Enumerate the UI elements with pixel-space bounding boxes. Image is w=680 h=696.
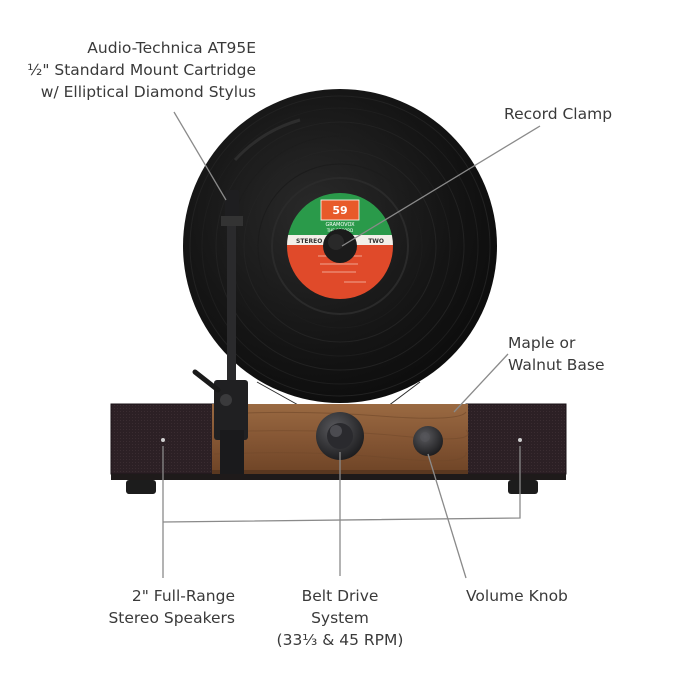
left-foot [126, 480, 156, 494]
label-right-text: TWO [368, 238, 384, 245]
belt-drive-knob [316, 412, 364, 460]
cartridge-line-1: Audio-Technica AT95E [87, 39, 256, 57]
belt-line-1: Belt Drive [301, 587, 379, 605]
record-clamp [323, 229, 357, 263]
callout-lines [162, 111, 541, 579]
belt-callout: Belt Drive System (33⅓ & 45 RPM) [262, 585, 418, 651]
speakers-line-2: Stereo Speakers [108, 609, 235, 627]
cartridge-line-3: w/ Elliptical Diamond Stylus [40, 83, 256, 101]
belt-line-3: (33⅓ & 45 RPM) [276, 631, 404, 649]
base-line-2: Walnut Base [508, 356, 605, 374]
clamp-callout: Record Clamp [504, 103, 612, 125]
speakers-line-1: 2" Full-Range [131, 587, 235, 605]
label-left-text: STEREO [296, 238, 322, 245]
cartridge-line-2: ½" Standard Mount Cartridge [27, 61, 256, 79]
tonearm [192, 190, 248, 474]
belt-line-2: System [311, 609, 369, 627]
base-callout: Maple or Walnut Base [508, 332, 605, 376]
clamp-line-1: Record Clamp [504, 105, 613, 123]
speakers-callout: 2" Full-Range Stereo Speakers [60, 585, 235, 629]
base-line-1: Maple or [508, 334, 576, 352]
right-speaker [465, 403, 567, 475]
label-brand: GRAMOVOX [325, 222, 355, 228]
svg-text:59: 59 [332, 204, 347, 217]
right-foot [508, 480, 538, 494]
cartridge-callout: Audio-Technica AT95E ½" Standard Mount C… [20, 37, 256, 103]
volume-line-1: Volume Knob [466, 587, 568, 605]
volume-knob [413, 426, 443, 456]
volume-callout: Volume Knob [466, 585, 568, 607]
